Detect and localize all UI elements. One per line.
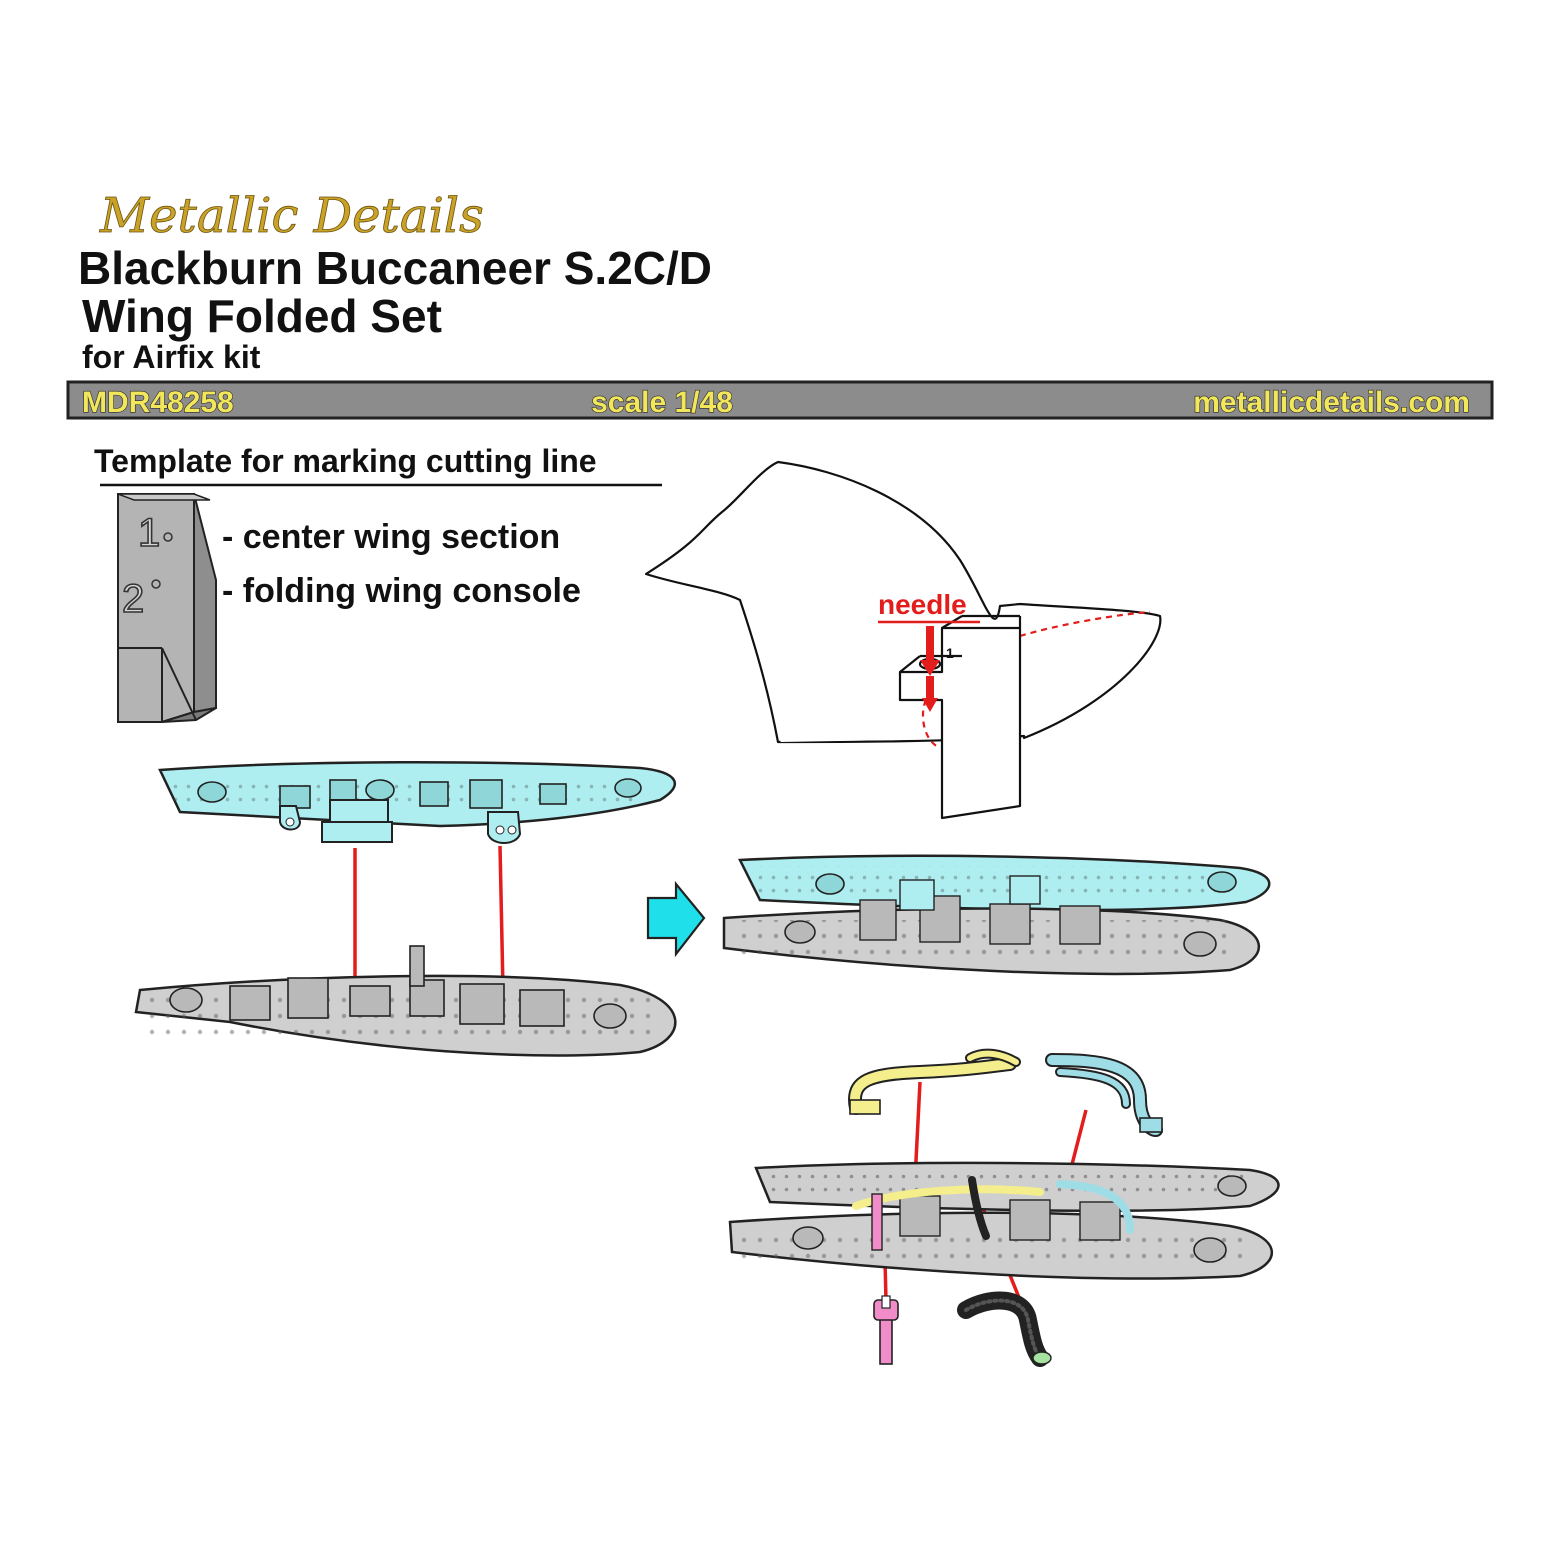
folded-wing-drawing [644,460,1162,820]
alignment-line [498,845,505,991]
wing-hole-number: 1 [946,645,954,661]
product-code: MDR48258 [82,386,234,419]
product-title: Blackburn Buccaneer S.2C/D [78,242,712,294]
blue-pipe-part [1045,1053,1163,1137]
needle-arrow-icon [920,626,940,712]
red-cut-line [1019,610,1151,638]
brand-logo: Metallic Details [99,188,484,244]
legend-folding-console: - folding wing console [222,572,581,610]
info-bar: MDR48258 scale 1/48 metallicdetails.com [66,380,1494,420]
grey-wing-section [134,945,677,1057]
cutting-template-icon: 1 2 [117,493,217,723]
pink-bracket-part [873,1295,899,1365]
right-arrow-icon [646,880,706,958]
assembled-wing-sections [722,854,1271,976]
scale-label: scale 1/48 [591,386,733,419]
template-heading: Template for marking cutting line [94,443,597,479]
wing-lower-fill [780,717,900,742]
kit-label: for Airfix kit [82,339,261,375]
needle-label: needle [878,589,967,620]
black-hose-part [957,1291,1052,1367]
yellow-pipe-part [848,1048,1021,1115]
cyan-wing-insert [158,760,677,844]
info-bar-background [66,380,1494,420]
legend-center-wing: - center wing section [222,518,560,556]
grey-wing-assembly [728,1161,1280,1280]
website-link[interactable]: metallicdetails.com [1193,385,1471,419]
template-number-1: 1 [138,511,160,555]
red-cut-line-lower [921,699,941,750]
template-number-2: 2 [122,577,144,621]
product-subtitle: Wing Folded Set [82,290,442,342]
